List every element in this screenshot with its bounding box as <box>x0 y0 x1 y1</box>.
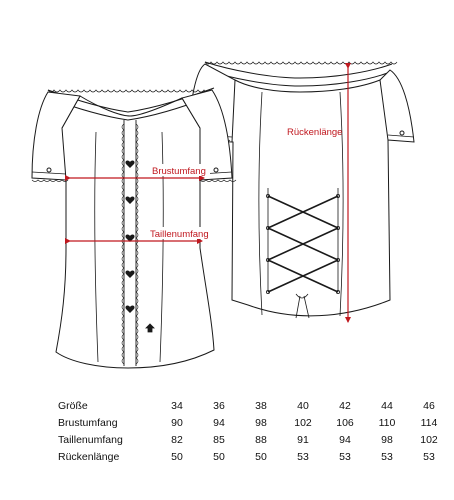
back-length-label: Rückenlänge <box>287 127 342 138</box>
row-label: Größe <box>58 400 88 412</box>
cell: 82 <box>171 434 183 446</box>
cell: 36 <box>213 400 225 412</box>
size-row: Größe 34 36 38 40 42 44 46 <box>58 398 450 415</box>
cell: 94 <box>339 434 351 446</box>
front-left-sleeve <box>31 91 81 181</box>
chest-measure: Brustumfang <box>65 164 210 181</box>
cell: 85 <box>213 434 225 446</box>
back-length-measure: Rückenlänge <box>287 63 351 323</box>
cell: 102 <box>420 434 438 446</box>
waist-row: Taillenumfang 82 85 88 91 94 98 102 <box>58 432 450 449</box>
embroidery-motif <box>145 323 155 333</box>
cell: 46 <box>423 400 435 412</box>
chest-label: Brustumfang <box>152 166 206 177</box>
waist-measure: Taillenumfang <box>65 227 210 244</box>
button-heart-icon <box>125 196 135 204</box>
cell: 110 <box>378 417 396 429</box>
button-heart-icon <box>125 160 135 168</box>
cell: 53 <box>297 451 309 463</box>
cell: 50 <box>171 451 183 463</box>
cell: 53 <box>381 451 393 463</box>
row-label: Rückenlänge <box>58 451 120 463</box>
cell: 42 <box>339 400 351 412</box>
cell: 50 <box>255 451 267 463</box>
cell: 53 <box>423 451 435 463</box>
cell: 88 <box>255 434 267 446</box>
waist-label: Taillenumfang <box>150 229 209 240</box>
blouse-technical-drawing: Brustumfang Taillenumfang Rückenlänge <box>31 61 415 369</box>
front-placket-ruffle <box>121 123 139 365</box>
blouse-back-view <box>187 61 415 319</box>
cell: 53 <box>339 451 351 463</box>
cell: 34 <box>171 400 183 412</box>
cell: 98 <box>255 417 267 429</box>
back-neck-ruffle <box>204 69 391 87</box>
cell: 38 <box>255 400 267 412</box>
front-right-sleeve <box>181 89 233 181</box>
cell: 102 <box>294 417 312 429</box>
back-length-row: Rückenlänge 50 50 50 53 53 53 53 <box>58 449 450 466</box>
cell: 106 <box>336 417 354 429</box>
cell: 114 <box>420 417 438 429</box>
size-table: Größe 34 36 38 40 42 44 46 Brustumfang 9… <box>58 398 450 466</box>
cell: 90 <box>171 417 183 429</box>
cell: 40 <box>297 400 309 412</box>
button-heart-icon <box>125 270 135 278</box>
row-label: Taillenumfang <box>58 434 123 446</box>
cell: 98 <box>381 434 393 446</box>
chest-row: Brustumfang 90 94 98 102 106 110 114 <box>58 415 450 432</box>
back-right-sleeve <box>379 69 415 143</box>
back-lacing <box>267 195 339 293</box>
row-label: Brustumfang <box>58 417 118 429</box>
cell: 44 <box>381 400 393 412</box>
button-heart-icon <box>125 305 135 313</box>
cell: 94 <box>213 417 225 429</box>
cell: 50 <box>213 451 225 463</box>
cell: 91 <box>297 434 309 446</box>
